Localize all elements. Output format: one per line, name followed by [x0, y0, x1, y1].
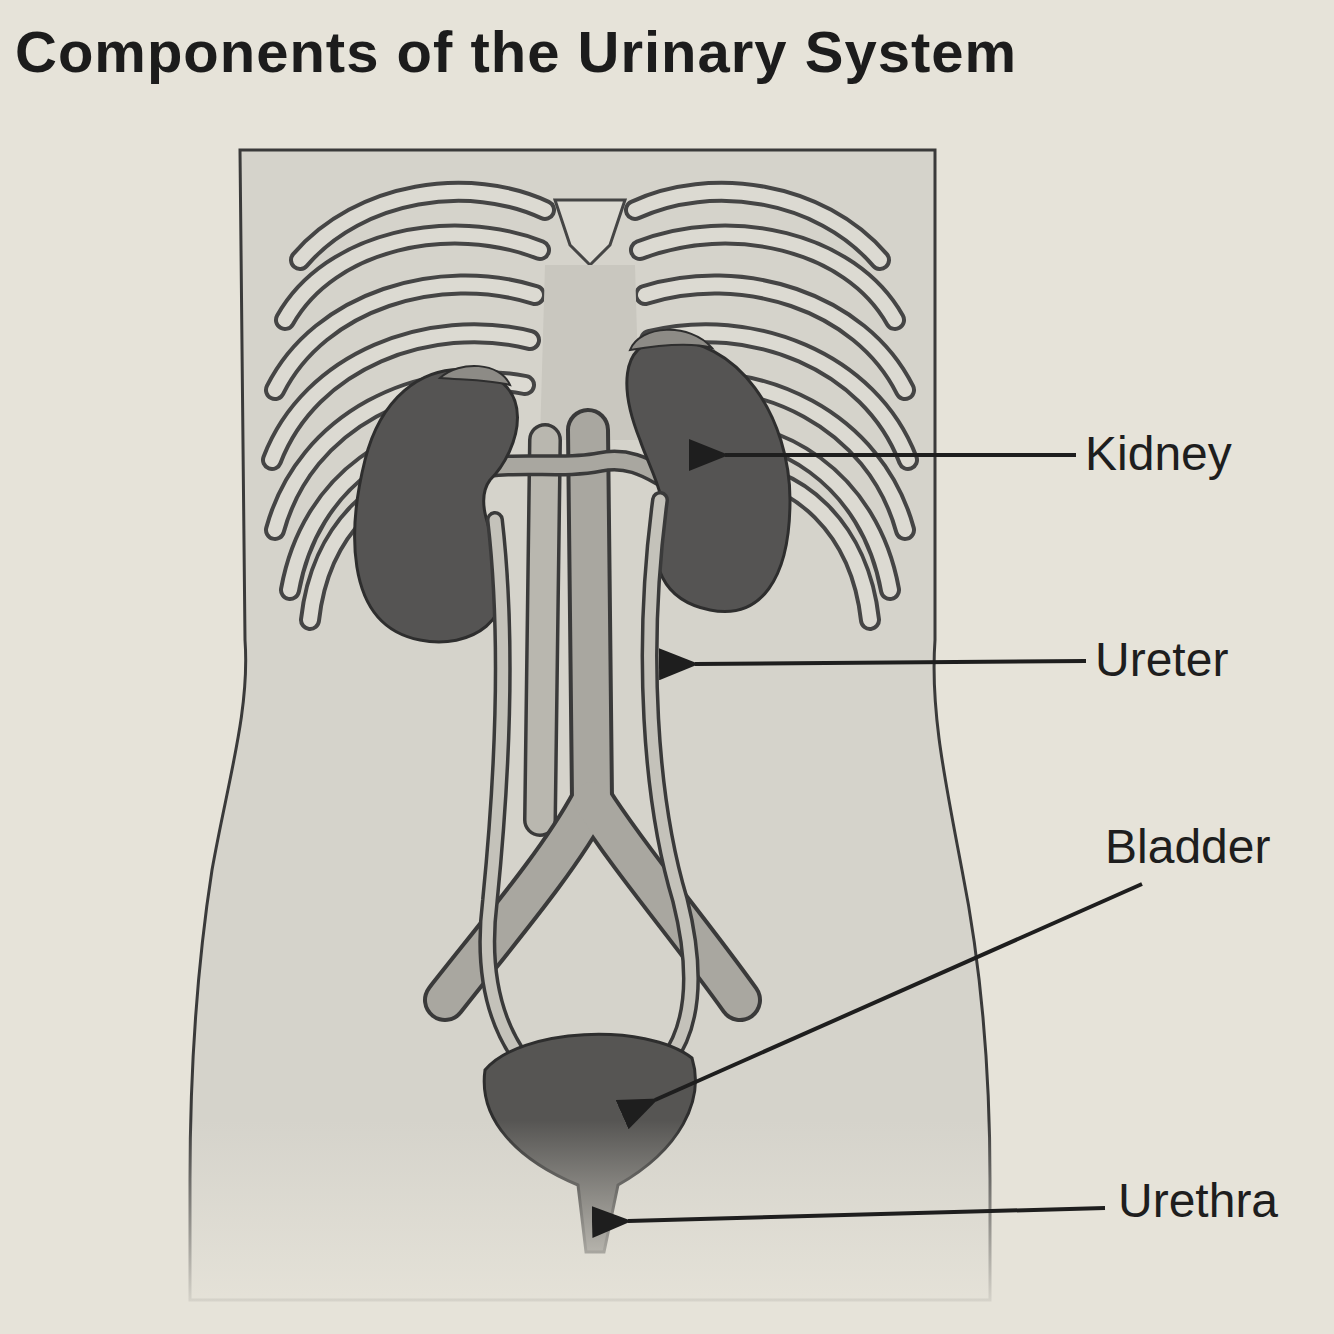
part-label: Bladder	[1105, 818, 1270, 876]
left-adrenal	[440, 366, 510, 385]
ureters	[487, 500, 690, 1060]
sternum	[555, 200, 625, 265]
diagram-title: Components of the Urinary System	[15, 18, 1017, 85]
leader-line	[628, 1208, 1105, 1221]
part-label: Ureter	[1095, 631, 1228, 689]
leader-line	[725, 453, 1076, 457]
part-label: Urethra	[1118, 1172, 1278, 1230]
part-label: Kidney	[1085, 425, 1232, 483]
leader-line	[695, 661, 1086, 664]
leader-lines	[628, 455, 1142, 1221]
bottom-fade	[150, 1120, 1030, 1320]
leader-line	[655, 884, 1142, 1100]
right-adrenal	[630, 330, 712, 350]
